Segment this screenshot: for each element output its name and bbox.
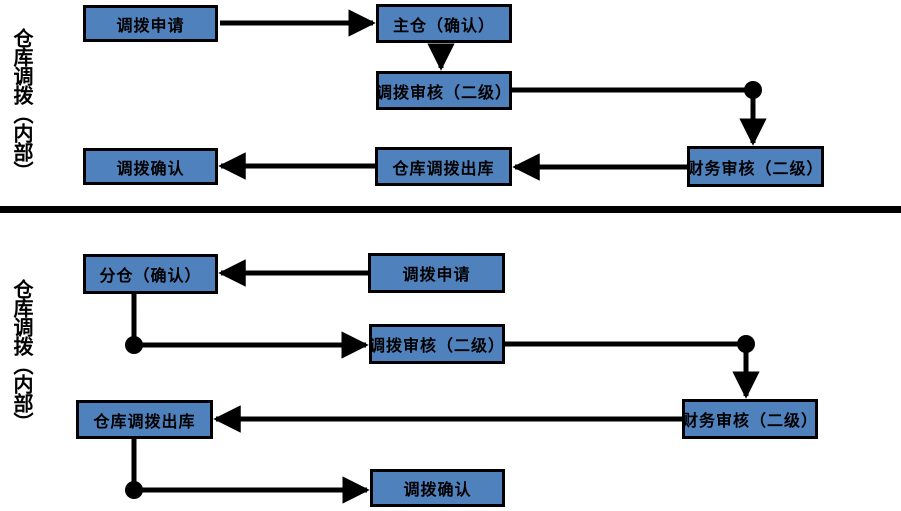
node-bottom-transfer-review: 调拨审核（二级）	[369, 324, 505, 364]
node-top-warehouse-outbound: 仓库调拨出库	[375, 147, 512, 186]
junction-dot-top-right	[744, 81, 762, 99]
junction-dot-bottom-left-2	[125, 481, 143, 499]
junction-dot-bottom-left-1	[125, 336, 143, 354]
node-bottom-branch-warehouse-confirm: 分仓（确认）	[83, 254, 218, 294]
lane-label-bottom: 仓库调拨（内部）	[10, 279, 34, 431]
node-top-transfer-request: 调拨申请	[83, 5, 218, 42]
node-bottom-transfer-confirm: 调拨确认	[370, 469, 505, 507]
node-top-transfer-review: 调拨审核（二级）	[376, 71, 512, 110]
node-top-main-warehouse-confirm: 主仓（确认）	[376, 4, 512, 43]
section-divider	[0, 206, 901, 213]
lane-label-top: 仓库调拨（内部）	[10, 28, 34, 180]
junction-dot-bottom-right	[737, 335, 755, 353]
node-bottom-warehouse-outbound: 仓库调拨出库	[76, 400, 213, 439]
node-bottom-finance-review: 财务审核（二级）	[682, 399, 818, 439]
node-top-finance-review: 财务审核（二级）	[687, 146, 824, 187]
node-bottom-transfer-request: 调拨申请	[368, 253, 505, 293]
node-top-transfer-confirm: 调拨确认	[83, 148, 218, 185]
